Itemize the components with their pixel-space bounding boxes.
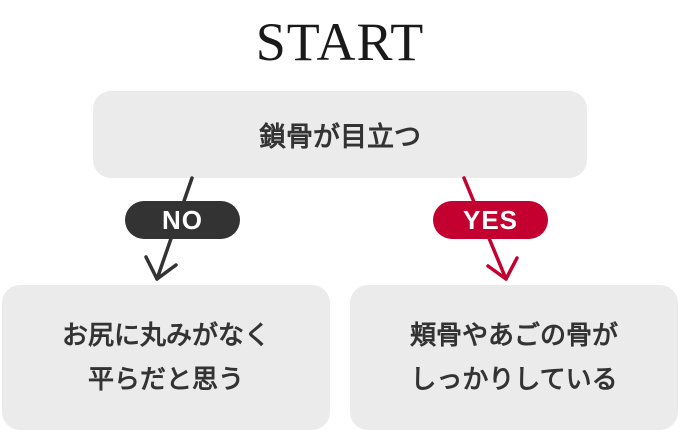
- yes-result-line-2: しっかりしている: [410, 364, 618, 395]
- question-box: 鎖骨が目立つ: [93, 91, 587, 178]
- yes-label-pill: YES: [433, 201, 548, 239]
- no-result-line-2: 平らだと思う: [87, 364, 244, 395]
- no-result-line-1: お尻に丸みがなく: [61, 320, 270, 351]
- yes-label: YES: [462, 204, 519, 235]
- start-title: START: [255, 12, 425, 72]
- question-text: 鎖骨が目立つ: [259, 122, 421, 153]
- no-label-pill: NO: [125, 201, 240, 239]
- no-arrow-head: [144, 255, 178, 281]
- no-label: NO: [162, 204, 203, 235]
- yes-result-line-1: 頬骨やあごの骨が: [409, 320, 618, 351]
- yes-result-box: 頬骨やあごの骨が しっかりしている: [350, 285, 678, 430]
- no-result-box: お尻に丸みがなく 平らだと思う: [2, 285, 330, 430]
- yes-arrow-head: [486, 256, 519, 281]
